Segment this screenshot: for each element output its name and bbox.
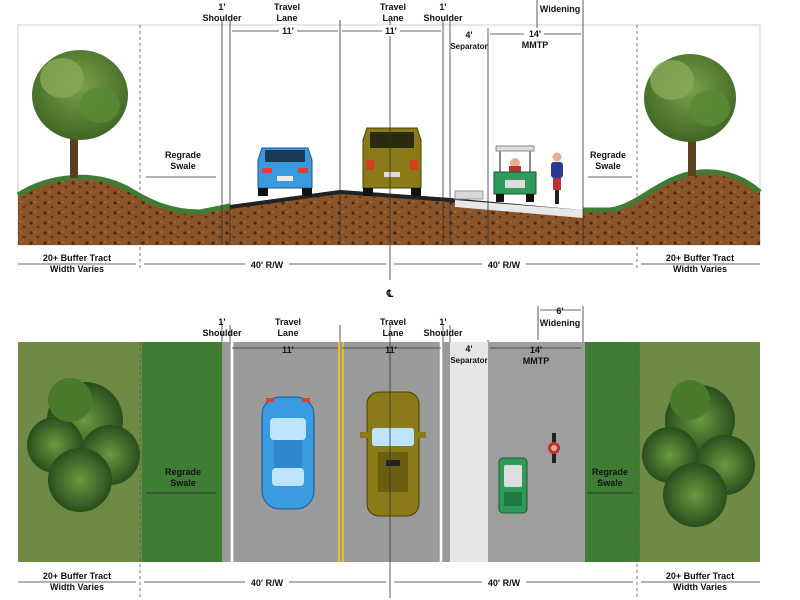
section-widening-label: Widening	[540, 4, 580, 14]
plan-cyclist	[548, 433, 560, 463]
section-travel-lane-2-label-b: Lane	[382, 13, 403, 23]
plan-mmtp-label: MMTP	[523, 356, 550, 366]
section-regrade-left-2: Swale	[170, 161, 196, 171]
plan-rw-left: 40' R/W	[251, 578, 284, 588]
plan-rw-right-bg	[482, 576, 526, 588]
section-separator-curb	[454, 190, 484, 200]
section-tree-right	[644, 54, 736, 176]
plan-swale-left	[142, 342, 222, 562]
plan-rw-right: 40' R/W	[488, 578, 521, 588]
plan-mmtp	[488, 342, 585, 562]
section-regrade-left-1: Regrade	[165, 150, 201, 160]
section-rw-right-bg	[482, 258, 526, 270]
section-travel-lane-2-label: Travel	[380, 2, 406, 12]
plan-regrade-right-1: Regrade	[592, 467, 628, 477]
section-shoulder-left-label: Shoulder	[202, 13, 241, 23]
plan-buffer-right-1: 20+ Buffer Tract	[666, 571, 734, 581]
plan-golf-cart	[498, 457, 528, 514]
section-lane1-dim-bg	[279, 25, 297, 36]
plan-separator-width: 4'	[465, 344, 472, 354]
section-blue-car	[257, 147, 313, 196]
section-mmtp-label: MMTP	[522, 40, 549, 50]
plan-regrade-left-2: Swale	[170, 478, 196, 488]
plan-widening-width: 6'	[556, 306, 563, 316]
plan-lane1-width: 11'	[282, 345, 294, 355]
section-view: 1' Shoulder Travel Lane Travel Lane 1' S…	[16, 0, 762, 300]
section-rw-lines	[139, 25, 638, 270]
plan-olive-van	[360, 391, 426, 517]
section-shoulder-right-label: Shoulder	[423, 13, 462, 23]
plan-shoulder-left-width: 1'	[218, 317, 225, 327]
plan-shoulder-right-width: 1'	[439, 317, 446, 327]
section-grass-left	[16, 174, 231, 215]
plan-travel-lane-2-label-b: Lane	[382, 328, 403, 338]
section-soil	[18, 171, 760, 245]
section-separator-width: 4'	[465, 30, 472, 40]
plan-mmtp-width: 14'	[530, 345, 542, 355]
plan-rw-left-bg	[245, 576, 289, 588]
section-lane1-width: 11'	[282, 26, 294, 36]
section-lane2-dim-bg	[382, 25, 400, 36]
plan-rw-lines	[139, 342, 638, 598]
section-buffer-right-2: Width Varies	[673, 264, 727, 274]
plan-tree-left	[27, 378, 140, 512]
section-regrade-right-2: Swale	[595, 161, 621, 171]
section-rw-left-bg	[245, 258, 289, 270]
plan-separator-label: Separator	[450, 356, 487, 365]
section-buffer-left-2: Width Varies	[50, 264, 104, 274]
section-rw-left: 40' R/W	[251, 260, 284, 270]
section-buffer-right-1: 20+ Buffer Tract	[666, 253, 734, 263]
section-lane2-width: 11'	[385, 26, 397, 36]
section-travel-lane-1-label: Travel	[274, 2, 300, 12]
section-mmtp-dim-bg	[524, 28, 544, 39]
section-cyclist	[551, 152, 563, 204]
section-mmtp-width: 14'	[529, 29, 541, 39]
plan-buffer-right-2: Width Varies	[673, 582, 727, 592]
section-travel-lane-1-label-b: Lane	[276, 13, 297, 23]
section-golf-cart	[493, 145, 537, 202]
section-shoulder-left-width: 1'	[218, 2, 225, 12]
plan-travel-lane-2-label: Travel	[380, 317, 406, 327]
section-shoulder-right-width: 1'	[439, 2, 446, 12]
plan-separator	[450, 342, 488, 562]
plan-dimension-lines	[221, 306, 584, 598]
plan-shoulder-right-label: Shoulder	[423, 328, 462, 338]
section-olive-van	[362, 127, 422, 196]
plan-shoulder-left-label: Shoulder	[202, 328, 241, 338]
section-mmtp-surface	[455, 200, 583, 218]
section-buffer-left-1: 20+ Buffer Tract	[43, 253, 111, 263]
plan-travel-lane-1-label-b: Lane	[277, 328, 298, 338]
plan-travel-lane-1-label: Travel	[275, 317, 301, 327]
plan-regrade-left-1: Regrade	[165, 467, 201, 477]
plan-blue-car	[261, 396, 315, 510]
plan-buffer-left-1: 20+ Buffer Tract	[43, 571, 111, 581]
plan-tree-right	[642, 380, 755, 527]
section-dimension-lines	[221, 0, 584, 280]
plan-widening-label: Widening	[540, 318, 580, 328]
section-tree-left	[32, 50, 128, 178]
section-rw-right: 40' R/W	[488, 260, 521, 270]
plan-view: 1' Shoulder Travel Lane Travel Lane 1' S…	[18, 306, 760, 598]
section-pavement	[230, 190, 583, 214]
section-centerline-symbol: ℄	[386, 289, 394, 300]
plan-buffer-left-2: Width Varies	[50, 582, 104, 592]
section-regrade-right-1: Regrade	[590, 150, 626, 160]
plan-regrade-right-2: Swale	[597, 478, 623, 488]
section-separator-label: Separator	[450, 42, 487, 51]
plan-lane2-width: 11'	[385, 345, 397, 355]
plan-swale-right	[585, 342, 640, 562]
